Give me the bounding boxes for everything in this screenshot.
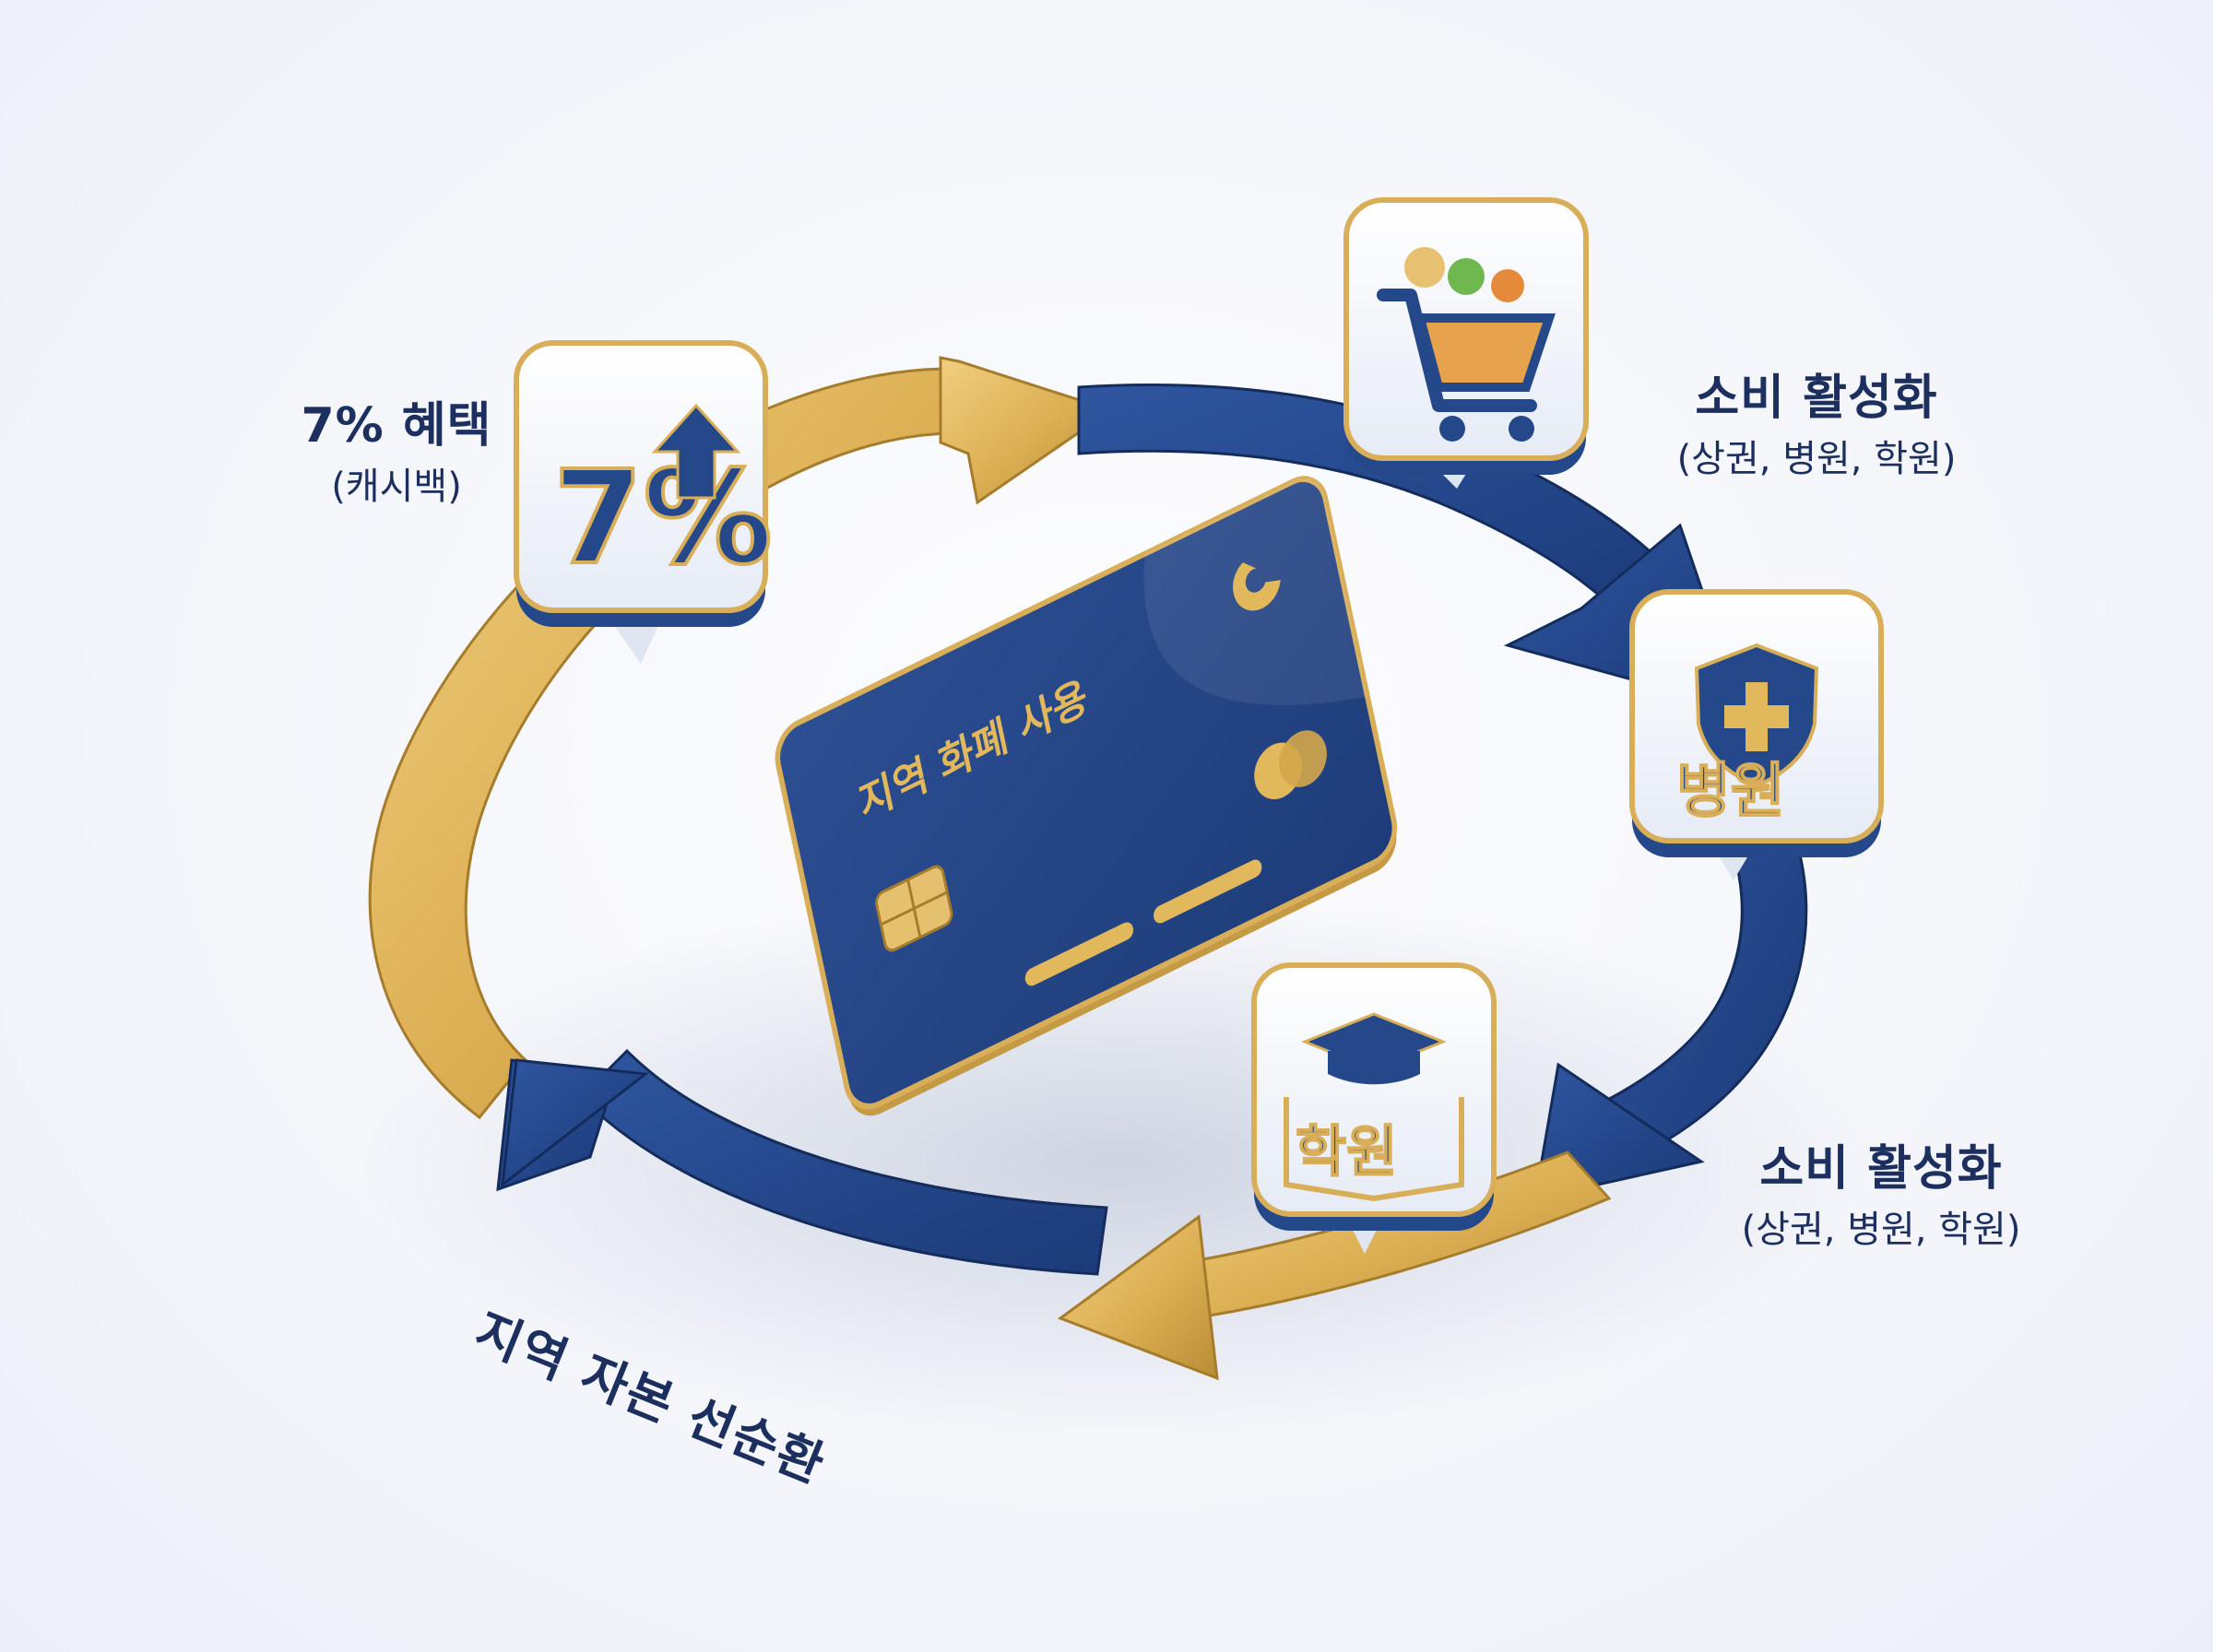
consumption-subtitle-bottom: (상권, 병원, 학원): [1741, 1209, 2021, 1251]
consumption-title-bottom: 소비 활성화: [1759, 1141, 2003, 1197]
benefit-subtitle: (캐시백): [331, 466, 462, 508]
benefit-label: 7% 혜택 (캐시백): [277, 396, 516, 510]
card-circle-2: [1279, 730, 1327, 787]
local-currency-card: 지역 화폐 사용: [775, 476, 1398, 1116]
cart-badge: [1343, 197, 1589, 489]
academy-badge: 학원: [1251, 962, 1497, 1254]
navy-arrow-bottom-left: [496, 1048, 1108, 1276]
gold-arrow-bottom: [1057, 1150, 1612, 1381]
arrow-up-icon: [651, 403, 741, 500]
academy-badge-text: 학원: [1296, 1120, 1397, 1185]
benefit-title: 7% 혜택: [301, 398, 492, 454]
consumption-label-bottom: 소비 활성화 (상권, 병원, 학원): [1715, 1139, 2047, 1253]
hospital-badge-text: 병원: [1676, 758, 1785, 826]
card-stripe-2: [1154, 859, 1262, 924]
consumption-label-top: 소비 활성화 (상권, 병원, 학원): [1651, 369, 1982, 482]
card-logo-icon: [1233, 562, 1281, 611]
hospital-badge: 병원: [1629, 589, 1884, 880]
consumption-title-top: 소비 활성화: [1695, 371, 1938, 426]
shopping-cart-icon: [1377, 247, 1556, 442]
card-stripe-1: [1024, 922, 1134, 986]
consumption-subtitle-top: (상권, 병원, 학원): [1676, 438, 1957, 480]
benefit-badge: 7%: [514, 340, 775, 664]
benefit-badge-text: 7%: [553, 443, 773, 594]
